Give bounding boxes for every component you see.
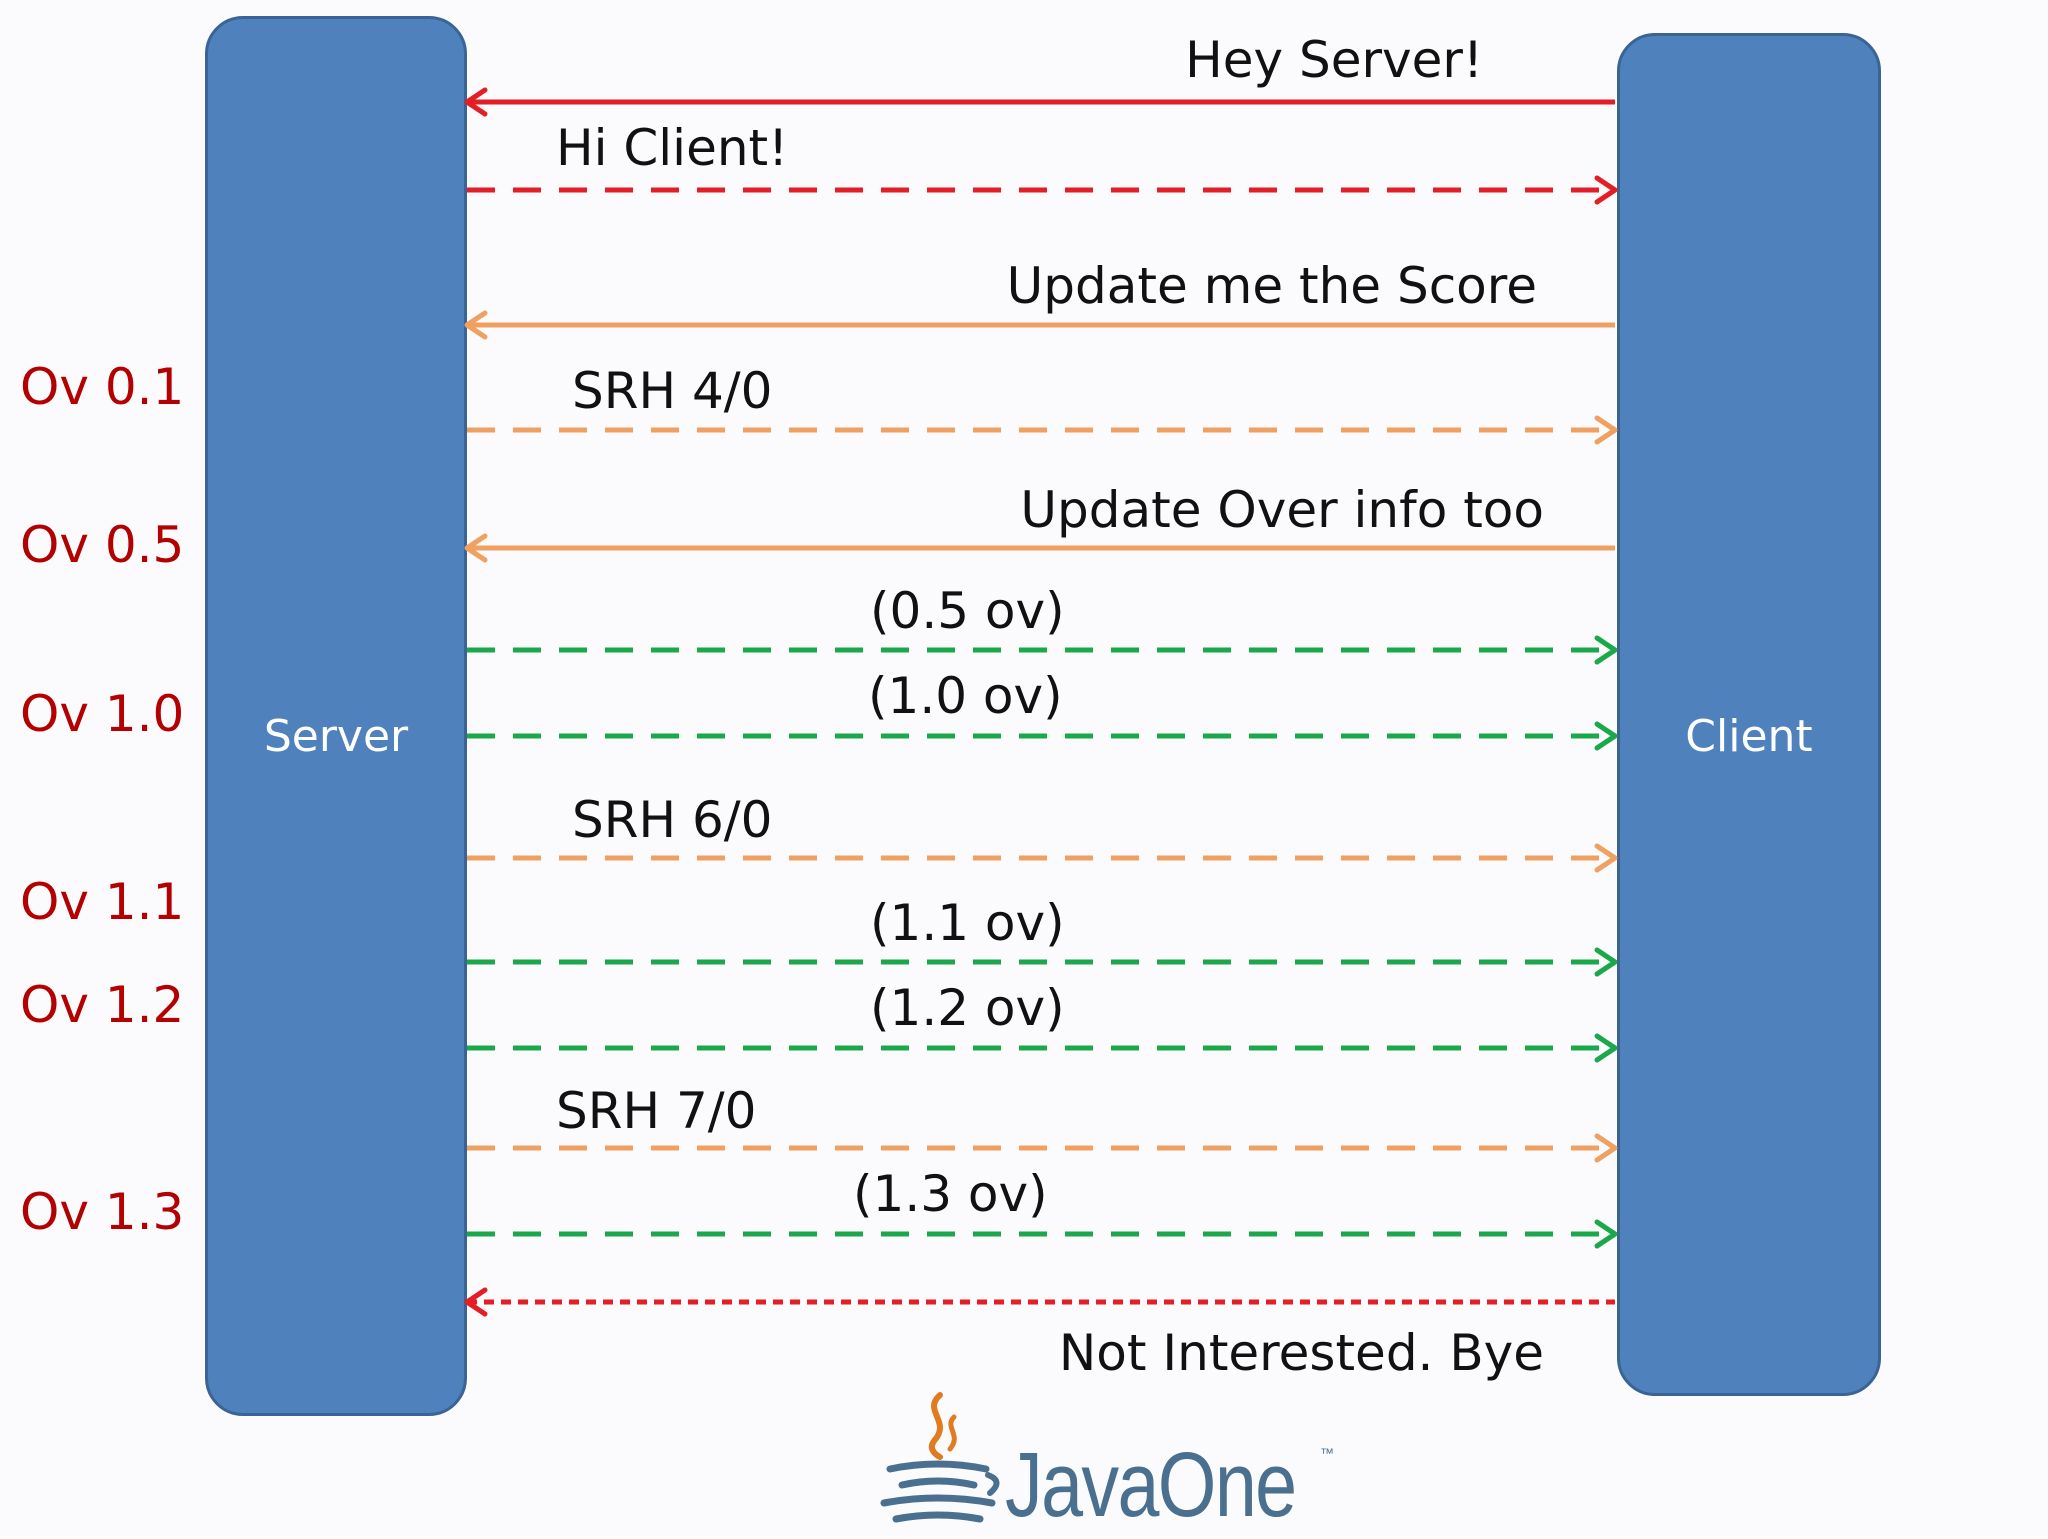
message-text: (1.3 ov) <box>853 1165 1048 1223</box>
logo-wordmark: JavaOne <box>1005 1434 1297 1536</box>
server-label: Server <box>263 711 409 762</box>
over-label: Ov 0.1 <box>20 358 185 416</box>
message-text: Hey Server! <box>1185 31 1483 89</box>
message-text: SRH 4/0 <box>572 362 773 420</box>
message-text: Update Over info too <box>1020 481 1544 539</box>
message-arrow <box>467 721 1618 751</box>
message-text: Not Interested. Bye <box>1058 1324 1544 1382</box>
message-arrow <box>467 947 1618 977</box>
message-arrow <box>467 1219 1618 1249</box>
message-text: (0.5 ov) <box>870 582 1065 640</box>
logo-trademark: ™ <box>1320 1445 1334 1461</box>
message-arrow <box>467 175 1618 205</box>
message-text: Update me the Score <box>1006 257 1537 315</box>
javaone-logo: JavaOne ™ <box>870 1385 1350 1535</box>
message-text: SRH 7/0 <box>556 1082 757 1140</box>
over-label: Ov 1.1 <box>20 873 185 931</box>
client-label: Client <box>1685 711 1813 762</box>
server-lifeline: Server <box>205 16 467 1416</box>
over-label: Ov 0.5 <box>20 516 185 574</box>
over-label: Ov 1.3 <box>20 1183 185 1241</box>
message-arrow <box>467 635 1618 665</box>
message-arrow <box>464 310 1615 340</box>
message-arrow <box>464 533 1615 563</box>
client-lifeline: Client <box>1617 33 1881 1396</box>
message-text: SRH 6/0 <box>572 791 773 849</box>
message-arrow <box>467 843 1618 873</box>
message-text: (1.1 ov) <box>870 894 1065 952</box>
message-arrow <box>467 415 1618 445</box>
over-label: Ov 1.2 <box>20 976 185 1034</box>
message-arrow <box>464 87 1615 117</box>
message-text: (1.0 ov) <box>868 667 1063 725</box>
over-label: Ov 1.0 <box>20 685 185 743</box>
message-text: Hi Client! <box>556 119 789 177</box>
java-cup-icon <box>880 1392 1000 1523</box>
message-text: (1.2 ov) <box>870 979 1065 1037</box>
message-arrow <box>467 1033 1618 1063</box>
message-arrow <box>464 1287 1615 1317</box>
message-arrow <box>467 1133 1618 1163</box>
